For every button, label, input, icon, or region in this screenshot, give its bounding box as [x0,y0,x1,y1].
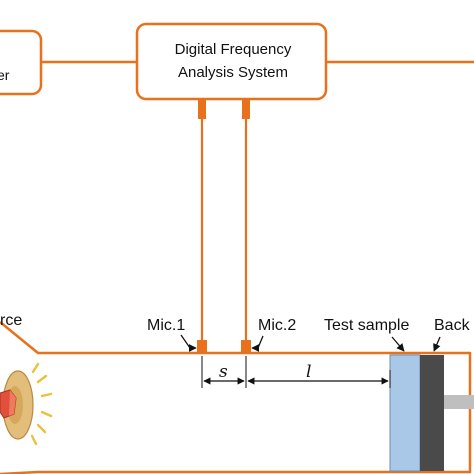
amplifier-box [0,29,43,96]
mic2-label: Mic.2 [258,317,296,334]
analysis-system-line2: Analysis System [178,64,288,81]
dimension-l-label: l [306,362,311,382]
sound-wave-icon [30,362,53,446]
source-label: rce [0,312,22,329]
test-sample-label: Test sample [324,317,409,334]
amplifier-box-label: er [0,67,10,83]
dimension-s-label: s [219,362,228,382]
backing-plate [420,355,444,471]
test-sample [389,354,421,472]
backing-label: Back [434,317,471,334]
mic1-cable-connector [198,99,206,119]
impedance-tube [0,321,472,474]
test-sample-pointer [391,336,405,352]
analysis-system-box [135,22,328,101]
mic1 [197,340,207,353]
mic2 [241,340,251,353]
mic1-pointer [180,334,197,352]
mic1-label: Mic.1 [147,317,185,334]
mic2-pointer [251,335,264,352]
backing-pointer [433,336,441,352]
analysis-system-line1: Digital Frequency [175,41,292,58]
mic2-cable-connector [242,99,250,119]
piston-rod [444,395,474,409]
speaker-icon [0,370,34,440]
